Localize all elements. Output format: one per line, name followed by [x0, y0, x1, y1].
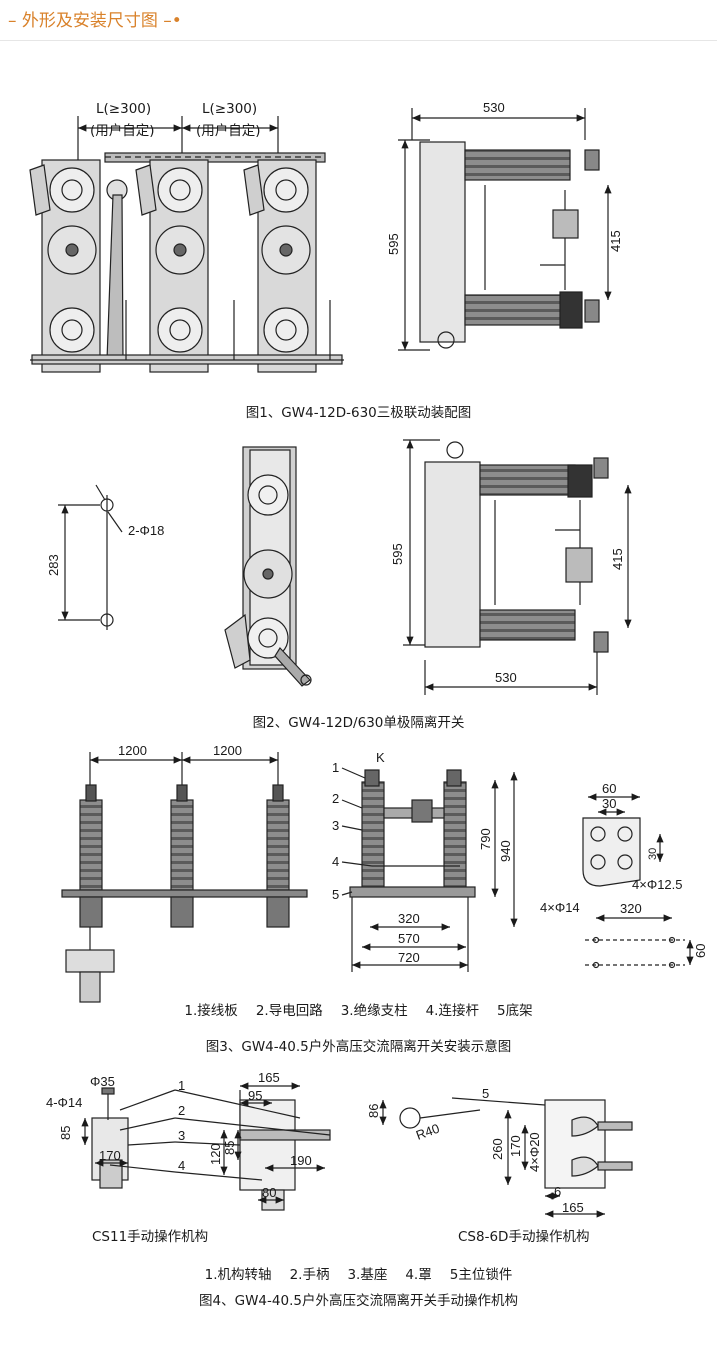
- fig3-spacing-2: 1200: [213, 743, 242, 758]
- fig4-n3: 3: [178, 1128, 185, 1143]
- fig3-part-k: K: [376, 750, 385, 765]
- fig4-r4phi20: 4×Φ20: [527, 1132, 542, 1172]
- fig3-base-60: 60: [693, 944, 708, 958]
- fig3-legend-4: 4.连接杆: [425, 1003, 479, 1019]
- fig4-legend-5: 5主位锁件: [449, 1267, 513, 1283]
- fig2-hole-pattern: [58, 484, 123, 630]
- section-title: – 外形及安装尺寸图 –•: [8, 11, 182, 31]
- fig2-hole-label: 2-Φ18: [128, 523, 164, 538]
- fig3-dim-320: 320: [398, 911, 420, 926]
- fig3-spacing-1: 1200: [118, 743, 147, 758]
- fig4-legend: 1.机构转轴 2.手柄 3.基座 4.罩 5主位锁件: [0, 1263, 717, 1283]
- fig4-legend-3: 3.基座: [347, 1267, 388, 1283]
- fig4-r6: 6: [554, 1184, 561, 1199]
- fig3-part-1: 1: [332, 760, 339, 775]
- fig3-legend-2: 2.导电回路: [255, 1003, 323, 1019]
- fig4-d95: 95: [248, 1088, 262, 1103]
- fig4-r86: 86: [366, 1104, 381, 1118]
- fig4-d80: 80: [262, 1185, 276, 1200]
- fig3-plate-60: 60: [602, 781, 616, 796]
- fig4-legend-1: 1.机构转轴: [204, 1267, 272, 1283]
- fig1-caption: 图1、GW4-12D-630三极联动装配图: [245, 405, 472, 421]
- fig3-legend-3: 3.绝缘支柱: [340, 1003, 408, 1019]
- fig3-plate-detail: [582, 793, 664, 887]
- fig3-part-2: 2: [332, 791, 339, 806]
- fig4-phi35: Φ35: [90, 1074, 115, 1089]
- fig2-front-view: [224, 446, 312, 687]
- fig3-legend-1: 1.接线板: [184, 1003, 238, 1019]
- fig4-d120: 120: [208, 1143, 223, 1165]
- fig3-base-320: 320: [620, 901, 642, 916]
- fig4-d85b: 85: [222, 1141, 237, 1155]
- fig4-r5: 5: [482, 1086, 489, 1101]
- fig2-dim-283: 283: [46, 554, 61, 576]
- fig3-legend-5: 5底架: [496, 1003, 533, 1019]
- fig3-caption: 图3、GW4-40.5户外高压交流隔离开关安装示意图: [205, 1039, 512, 1055]
- fig1-spacing-label-1: L(≥300): [96, 101, 152, 117]
- fig4-d165: 165: [258, 1070, 280, 1085]
- fig4-left-title: CS11手动操作机构: [92, 1229, 209, 1245]
- fig2-dim-415: 415: [610, 548, 625, 570]
- fig4-n4: 4: [178, 1158, 185, 1173]
- fig1-dim-415: 415: [608, 230, 623, 252]
- fig4-cs11-drawing: [81, 1082, 331, 1211]
- fig4-d85: 85: [58, 1126, 73, 1140]
- fig3-dim-940: 940: [498, 840, 513, 862]
- fig1-three-pole-view: [29, 116, 344, 373]
- fig4-cs8-drawing: [379, 1097, 633, 1218]
- fig4-r260: 260: [490, 1138, 505, 1160]
- fig4-r170: 170: [508, 1135, 523, 1157]
- fig2-caption: 图2、GW4-12D/630单极隔离开关: [252, 715, 465, 731]
- fig3-dim-790: 790: [478, 828, 493, 850]
- header-divider: [0, 40, 717, 41]
- fig4-n2: 2: [178, 1103, 185, 1118]
- fig4-holes: 4-Φ14: [46, 1095, 82, 1110]
- fig3-dim-570: 570: [398, 931, 420, 946]
- fig4-right-title: CS8-6D手动操作机构: [458, 1229, 590, 1245]
- fig3-side-view: [341, 767, 518, 972]
- fig2-dim-530: 530: [495, 670, 517, 685]
- fig4-n1: 1: [178, 1078, 185, 1093]
- fig3-part-4: 4: [332, 854, 339, 869]
- fig3-plate-holes: 4×Φ12.5: [632, 877, 683, 892]
- section-header: – 外形及安装尺寸图 –•: [0, 0, 717, 46]
- fig1-spacing-label-2: L(≥300): [202, 101, 258, 117]
- fig3-plate-30: 30: [602, 796, 616, 811]
- fig3-plate-30v: 30: [647, 848, 659, 860]
- fig4-d170: 170: [99, 1148, 121, 1163]
- fig4-r165: 165: [562, 1200, 584, 1215]
- fig3-dim-720: 720: [398, 950, 420, 965]
- fig3-legend: 1.接线板 2.导电回路 3.绝缘支柱 4.连接杆 5底架: [0, 999, 717, 1019]
- fig1-spacing-note-1: (用户自定): [90, 123, 155, 139]
- fig4-legend-2: 2.手柄: [289, 1267, 330, 1283]
- fig1-dim-595: 595: [386, 233, 401, 255]
- fig3-three-pole-view: [61, 752, 308, 1003]
- fig2-dim-595: 595: [390, 543, 405, 565]
- fig3-base-holes: 4×Φ14: [540, 900, 580, 915]
- fig4-d190: 190: [290, 1153, 312, 1168]
- fig3-part-3: 3: [332, 818, 339, 833]
- fig3-base-holes: [585, 914, 694, 969]
- fig4-legend-4: 4.罩: [405, 1267, 432, 1283]
- fig2-side-view: [403, 439, 632, 695]
- fig1-side-view: [398, 108, 612, 351]
- fig1-dim-530: 530: [483, 100, 505, 115]
- fig3-part-5: 5: [332, 887, 339, 902]
- fig1-spacing-note-2: (用户自定): [196, 123, 261, 139]
- fig4-caption: 图4、GW4-40.5户外高压交流隔离开关手动操作机构: [199, 1293, 518, 1309]
